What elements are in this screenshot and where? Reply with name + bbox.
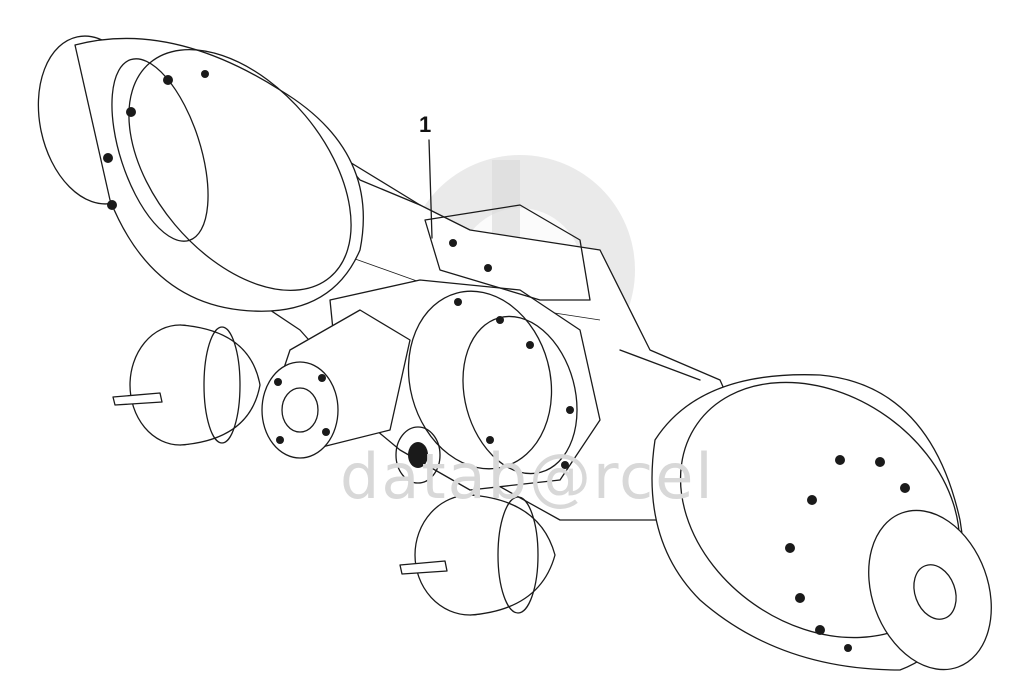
input-flange [261, 309, 411, 459]
watermark-text: datab@rcel [340, 440, 715, 513]
left-wheel-hub [37, 35, 364, 312]
right-brake-chamber [399, 494, 556, 616]
right-wheel-hub [651, 374, 992, 671]
callout-label-1: 1 [419, 112, 432, 137]
callout-leader-line [428, 139, 433, 239]
left-brake-chamber [112, 324, 261, 446]
